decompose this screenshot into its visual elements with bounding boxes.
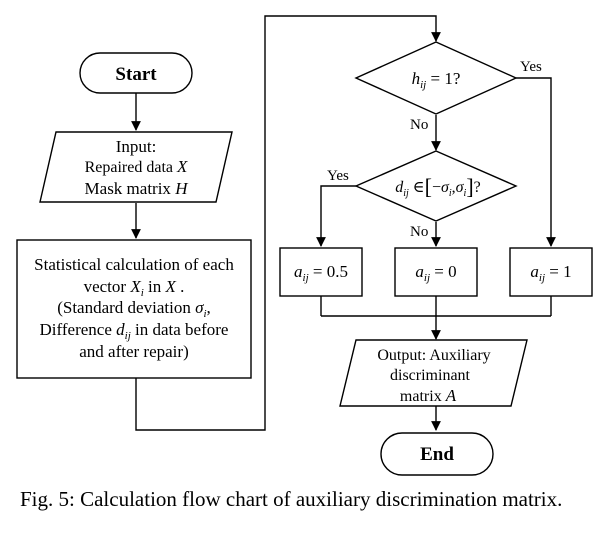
decision1-label: hij = 1? — [412, 69, 461, 91]
stats-line4: Difference dij in data before — [40, 320, 229, 342]
decision2-no-label: No — [410, 224, 428, 240]
input-title: Input: — [116, 137, 157, 156]
result-box-1: aij = 0.5 — [279, 247, 363, 297]
arrow-stats-to-decision1 — [135, 15, 441, 431]
decision2: dij ∈[−σi,σi]? Yes No — [327, 150, 518, 240]
stats-box: Statistical calculation of each vector X… — [16, 239, 252, 379]
result-1-label: aij = 0.5 — [294, 262, 348, 284]
stats-line3: (Standard deviation σi, — [57, 298, 211, 320]
output-line2: discriminant — [390, 367, 471, 384]
start-label: Start — [115, 64, 157, 85]
result-box-2: aij = 0 — [394, 247, 478, 297]
input-box: Input: Repaired data X Mask matrix H — [39, 131, 233, 203]
input-line2: Mask matrix H — [85, 179, 190, 198]
start-terminal: Start — [79, 52, 193, 94]
result-3-label: aij = 1 — [530, 262, 571, 284]
output-line3: matrix A — [400, 386, 457, 405]
arrow-decision1-yes — [516, 77, 556, 247]
arrow-decision2-yes — [316, 185, 356, 247]
output-box: Output: Auxiliary discriminant matrix A — [339, 339, 528, 407]
end-terminal: End — [380, 432, 494, 476]
stats-line1: Statistical calculation of each — [34, 255, 234, 274]
decision1: hij = 1? Yes No — [354, 41, 542, 133]
result-2-label: aij = 0 — [415, 262, 456, 284]
input-line1: Repaired data X — [85, 157, 188, 176]
decision1-no-label: No — [410, 117, 428, 133]
stats-line2: vector Xi in X . — [84, 277, 185, 299]
stats-line5: and after repair) — [79, 342, 188, 361]
decision2-label: dij ∈[−σi,σi]? — [395, 174, 481, 199]
decision1-yes-label: Yes — [520, 59, 542, 75]
result-box-3: aij = 1 — [509, 247, 593, 297]
decision2-yes-label: Yes — [327, 168, 349, 184]
figure-caption: Fig. 5: Calculation flow chart of auxili… — [20, 487, 563, 511]
end-label: End — [420, 444, 454, 465]
connectors — [131, 15, 556, 431]
output-line1: Output: Auxiliary — [377, 347, 490, 364]
